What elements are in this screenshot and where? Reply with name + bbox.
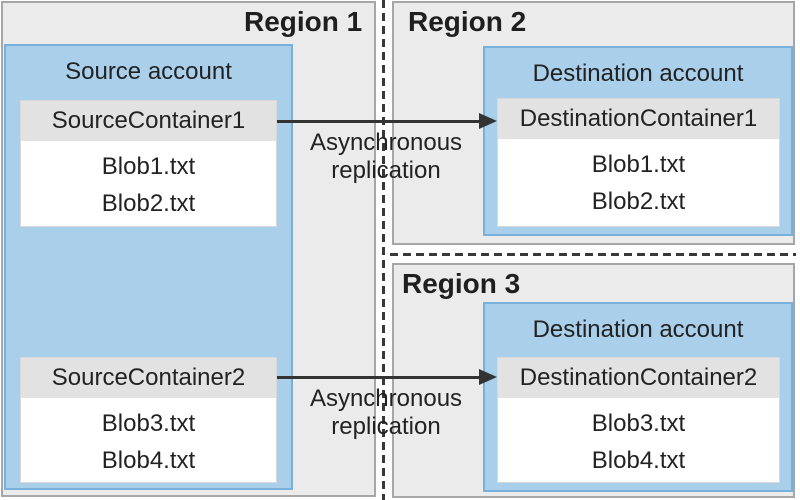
destination-account-title: Destination account: [532, 316, 744, 343]
blob-item: Blob4.txt: [591, 447, 686, 474]
destination-container-1-blobs: Blob1.txt Blob2.txt: [498, 139, 779, 220]
blob-item: Blob3.txt: [591, 410, 686, 437]
blob-item: Blob4.txt: [101, 447, 196, 474]
horizontal-region-divider: [390, 253, 796, 256]
destination-container-1: DestinationContainer1 Blob1.txt Blob2.tx…: [497, 98, 780, 227]
destination-container-2-blobs: Blob3.txt Blob4.txt: [498, 398, 779, 479]
blob-item: Blob3.txt: [101, 410, 196, 437]
region-2-label: Region 2: [408, 6, 527, 37]
destination-account-title: Destination account: [532, 60, 744, 87]
source-container-1-header: SourceContainer1: [21, 101, 276, 141]
destination-container-2-header: DestinationContainer2: [498, 358, 779, 398]
replication-arrow-1-line: [277, 120, 480, 123]
region-3-label: Region 3: [402, 268, 521, 299]
source-container-1: SourceContainer1 Blob1.txt Blob2.txt: [20, 100, 277, 227]
vertical-region-divider: [382, 0, 385, 500]
source-container-2: SourceContainer2 Blob3.txt Blob4.txt: [20, 357, 277, 483]
source-container-2-blobs: Blob3.txt Blob4.txt: [21, 398, 276, 479]
blob-item: Blob1.txt: [591, 151, 686, 178]
region-1-label: Region 1: [244, 6, 363, 37]
destination-container-2: DestinationContainer2 Blob3.txt Blob4.tx…: [497, 357, 780, 483]
replication-arrow-2-label: Asynchronous replication: [309, 385, 463, 440]
destination-container-1-header: DestinationContainer1: [498, 99, 779, 139]
blob-item: Blob1.txt: [101, 153, 196, 180]
arrow-head-right-icon: [479, 369, 497, 385]
replication-arrow-1-label: Asynchronous replication: [309, 129, 463, 184]
blob-item: Blob2.txt: [591, 188, 686, 215]
source-container-2-header: SourceContainer2: [21, 358, 276, 398]
blob-item: Blob2.txt: [101, 190, 196, 217]
replication-arrow-2-line: [277, 376, 480, 379]
source-container-1-blobs: Blob1.txt Blob2.txt: [21, 141, 276, 222]
arrow-head-right-icon: [479, 113, 497, 129]
source-account-title: Source account: [65, 58, 232, 85]
